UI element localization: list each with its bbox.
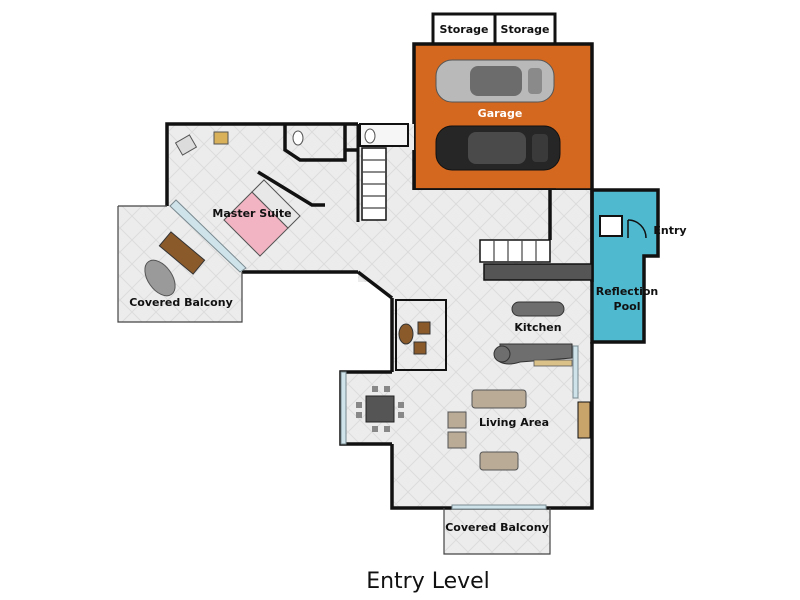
bar-stool-icon — [493, 345, 511, 363]
armchair-icon — [447, 431, 467, 449]
plan-title: Entry Level — [366, 569, 490, 594]
windows — [169, 199, 579, 510]
reflection-pool-label-line2: Pool — [614, 300, 641, 313]
armchair-icon — [174, 134, 198, 156]
armchair-icon — [447, 411, 467, 429]
desk-icon — [213, 131, 229, 145]
sofa-icon — [471, 389, 527, 409]
armchair-icon — [417, 321, 431, 335]
sofa-icon — [479, 451, 519, 471]
storage-rooms — [431, 12, 557, 46]
balcony-table-icon — [144, 259, 176, 297]
walls — [117, 122, 647, 555]
armchair-icon — [413, 341, 427, 355]
garage-label: Garage — [478, 107, 523, 120]
furniture — [144, 128, 573, 471]
toilet-icon — [292, 130, 304, 146]
covered-balcony-label: Covered Balcony — [129, 296, 233, 309]
entry-label: Entry — [653, 224, 686, 237]
reflection-pool-label: Reflection — [596, 285, 658, 298]
master-suite-label: Master Suite — [212, 207, 291, 220]
dining-table-icon — [356, 386, 404, 432]
toilet-icon — [364, 128, 376, 144]
kitchen-island-icon — [511, 301, 565, 317]
silver-car-icon — [435, 59, 555, 103]
storage-label: Storage — [440, 23, 489, 36]
side-table-icon — [398, 323, 414, 345]
counter-icon — [533, 359, 573, 367]
bed-icon — [223, 179, 301, 257]
covered-balcony-label: Covered Balcony — [445, 521, 549, 534]
room-labels: Storage Storage Garage Entry Master Suit… — [129, 23, 686, 534]
lounge-sofa-icon — [158, 231, 206, 275]
storage-label: Storage — [501, 23, 550, 36]
black-car-icon — [435, 125, 561, 171]
kitchen-label: Kitchen — [514, 321, 561, 334]
living-area-label: Living Area — [479, 416, 549, 429]
reflection-pool — [590, 188, 660, 344]
